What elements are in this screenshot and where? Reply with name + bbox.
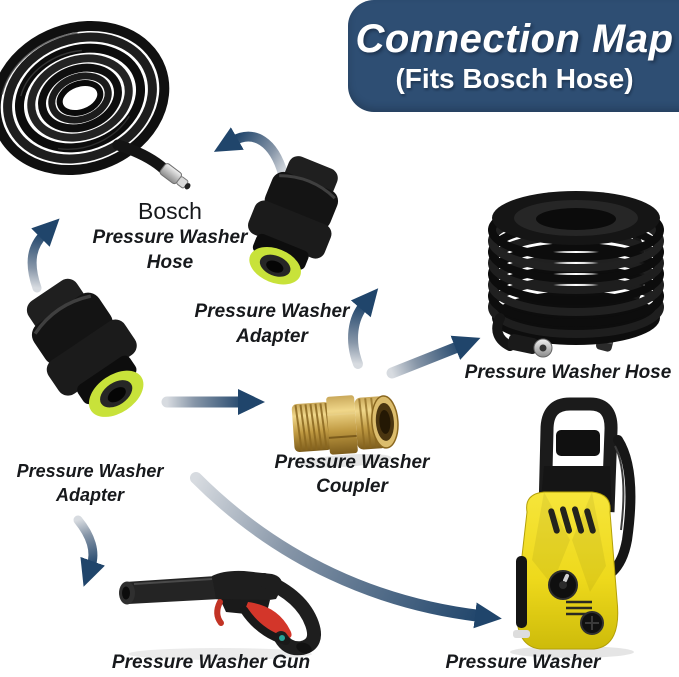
bosch-hose-image bbox=[0, 20, 191, 190]
adapter-top-line1: Pressure Washer bbox=[194, 301, 350, 322]
connection-arrows bbox=[27, 127, 502, 629]
arrow-adapter-left-to-gun bbox=[73, 515, 105, 587]
arrow-adapter-top-to-bosch-hose bbox=[213, 127, 288, 179]
label-washer: Pressure Washer bbox=[445, 652, 601, 673]
header-subtitle: (Fits Bosch Hose) bbox=[395, 63, 634, 94]
coupler-image bbox=[291, 395, 399, 468]
label-bosch-hose: Bosch Pressure Washer Hose bbox=[93, 197, 248, 275]
adapter-top-image bbox=[248, 156, 339, 285]
gun-image bbox=[119, 570, 321, 660]
washer-image bbox=[510, 397, 636, 658]
adapter-left-line1: Pressure Washer bbox=[16, 461, 164, 481]
label-coupler: Pressure Washer Coupler bbox=[275, 451, 430, 499]
arrow-coupler-to-hose-right bbox=[386, 335, 481, 379]
arrow-coupler-to-adapter-top bbox=[348, 288, 379, 369]
adapter-left-image bbox=[26, 278, 144, 417]
label-adapter-top: Pressure Washer Adapter bbox=[195, 299, 350, 349]
coupler-line1: Pressure Washer bbox=[274, 452, 430, 473]
bosch-hose-line1: Pressure Washer bbox=[92, 227, 248, 248]
adapter-left-line2: Adapter bbox=[55, 485, 125, 505]
bosch-hose-line2: Hose bbox=[146, 252, 194, 273]
label-adapter-left: Pressure Washer Adapter bbox=[17, 459, 164, 507]
arrow-adapter-left-to-bosch-hose bbox=[27, 218, 60, 293]
adapter-top-line2: Adapter bbox=[236, 326, 308, 347]
label-hose-right: Pressure Washer Hose bbox=[464, 362, 672, 383]
coupler-line2: Coupler bbox=[316, 476, 388, 497]
hose-right-image bbox=[488, 191, 664, 358]
header-title: Connection Map bbox=[355, 17, 674, 61]
label-gun: Pressure Washer Gun bbox=[111, 652, 311, 673]
header-banner: Connection Map (Fits Bosch Hose) bbox=[348, 0, 679, 112]
bosch-brand-text: Bosch bbox=[138, 198, 202, 224]
arrow-to-pressure-washer bbox=[190, 472, 502, 629]
